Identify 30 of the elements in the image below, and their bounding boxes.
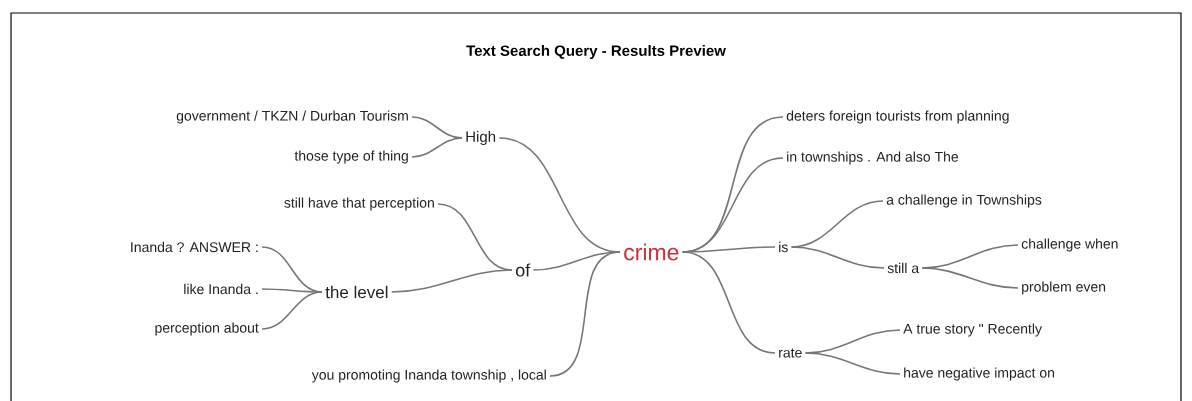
phrase-text: those type of thing <box>294 150 408 164</box>
phrase-text: rate <box>779 348 802 358</box>
phrase-text: A true story " Recently <box>903 323 1042 337</box>
phrase-text: problem even <box>1022 281 1106 295</box>
phrase-text: is <box>779 241 788 253</box>
phrase-text: government / TKZN / Durban Tourism <box>176 110 408 124</box>
keyword: crime <box>624 243 679 261</box>
phrase-text: challenge when <box>1021 238 1118 252</box>
phrase-text: you promoting Inanda township , local <box>311 369 546 383</box>
branch-curve <box>681 251 776 354</box>
phrase-text: perception about <box>155 322 259 336</box>
phrase-text: have negative impact on <box>904 367 1055 381</box>
phrase-text: deters foreign tourists from planning <box>786 110 1009 124</box>
phrase-text: still a <box>887 262 920 274</box>
phrase-text: in townships . And also The <box>787 151 959 165</box>
branch-curve <box>261 291 323 330</box>
branch-curve <box>549 251 621 377</box>
branch-curve <box>804 352 901 375</box>
phrase-text: the level <box>325 285 388 299</box>
phrase-text: like Inanda . <box>184 283 258 295</box>
branch-curve <box>921 267 1019 289</box>
phrase-text: a challenge in Townships <box>886 194 1042 208</box>
branch-curve <box>790 246 885 269</box>
phrase-text: of <box>515 263 531 277</box>
phrase-text: Inanda ? ANSWER : <box>131 241 258 253</box>
phrase-text: still have that perception <box>284 197 434 211</box>
phrase-text: High <box>466 131 496 145</box>
branch-curve <box>411 137 463 158</box>
title: Text Search Query - Results Preview <box>466 45 726 59</box>
branch-curve <box>390 269 513 293</box>
